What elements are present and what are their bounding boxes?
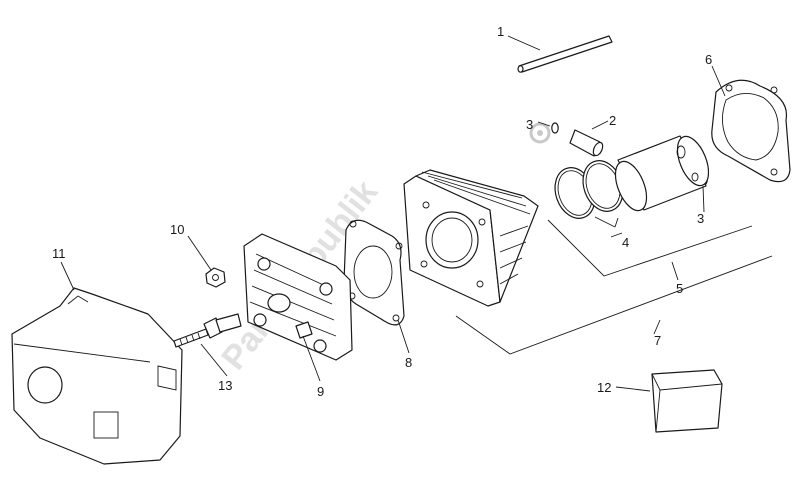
callout-12: 12 bbox=[597, 380, 611, 395]
bracket-kit-5 bbox=[547, 219, 753, 277]
callout-6: 6 bbox=[705, 52, 712, 67]
part-base-gasket bbox=[711, 79, 791, 183]
callout-2: 2 bbox=[609, 113, 616, 128]
part-pin bbox=[517, 35, 613, 73]
callout-4: 4 bbox=[622, 235, 629, 250]
part-piston bbox=[614, 135, 710, 212]
part-stud bbox=[173, 313, 242, 348]
part-piston-rings bbox=[554, 160, 624, 219]
part-piston-pin bbox=[569, 129, 604, 157]
watermark-gear-icon bbox=[529, 122, 551, 144]
callout-9: 9 bbox=[317, 384, 324, 399]
callout-1: 1 bbox=[497, 24, 504, 39]
callout-11: 11 bbox=[52, 246, 66, 261]
callout-3-left: 3 bbox=[526, 117, 533, 132]
callout-7: 7 bbox=[654, 333, 661, 348]
part-nut bbox=[205, 267, 226, 288]
leader-lines bbox=[60, 35, 726, 392]
part-label-card bbox=[651, 369, 723, 433]
callout-13: 13 bbox=[218, 378, 232, 393]
part-cylinder bbox=[403, 169, 539, 307]
callout-5: 5 bbox=[676, 281, 683, 296]
part-circlip-left bbox=[551, 122, 559, 134]
callout-3-right: 3 bbox=[697, 211, 704, 226]
bracket-kit-7 bbox=[455, 255, 773, 355]
callout-8: 8 bbox=[405, 355, 412, 370]
part-head-gasket bbox=[343, 219, 405, 326]
part-cylinder-head bbox=[243, 233, 353, 361]
callout-10: 10 bbox=[170, 222, 184, 237]
part-cooling-shroud bbox=[11, 287, 183, 465]
